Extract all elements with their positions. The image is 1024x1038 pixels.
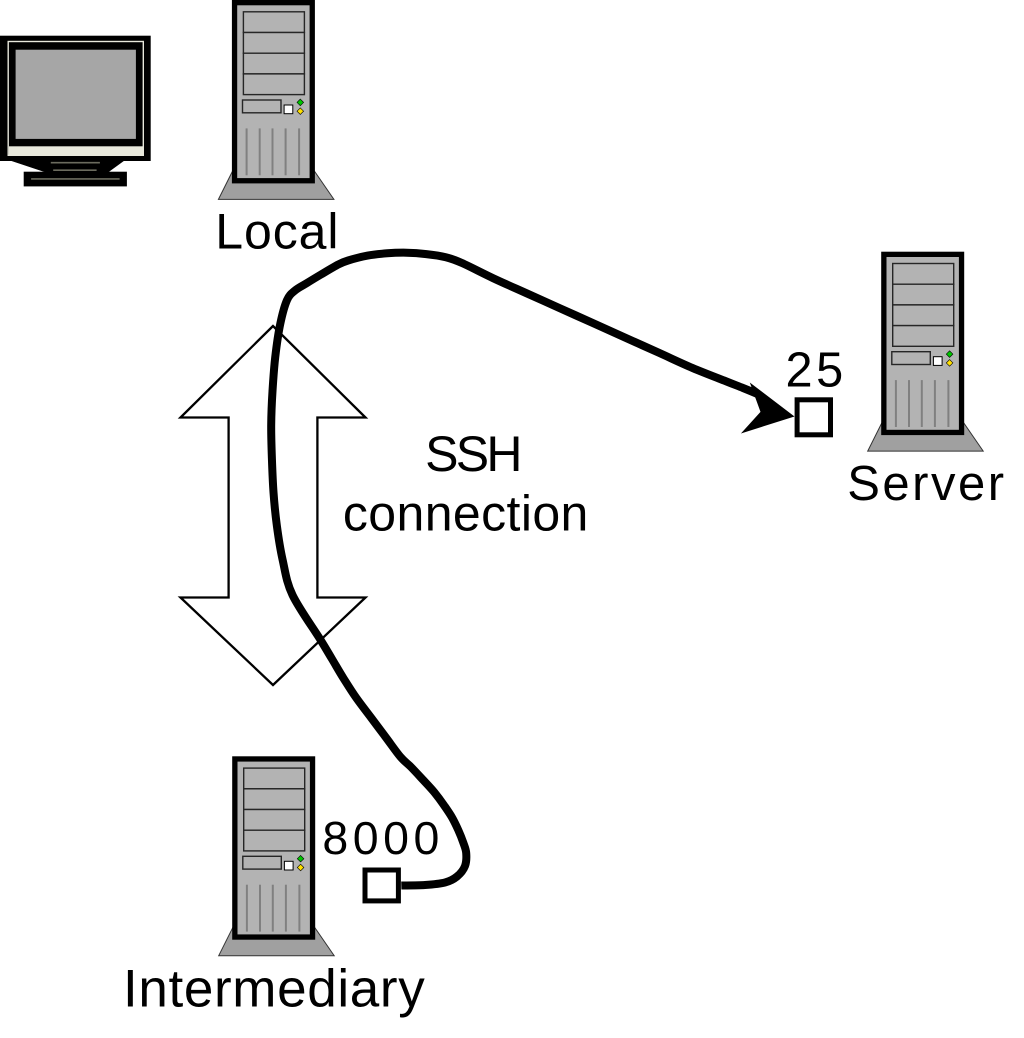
svg-text:Server: Server (847, 457, 1006, 511)
svg-text:SSH: SSH (425, 426, 520, 482)
svg-text:Local: Local (215, 204, 339, 260)
svg-text:Intermediary: Intermediary (123, 959, 425, 1018)
svg-text:connection: connection (343, 485, 589, 541)
svg-text:8000: 8000 (322, 812, 443, 864)
svg-text:25: 25 (786, 344, 847, 398)
